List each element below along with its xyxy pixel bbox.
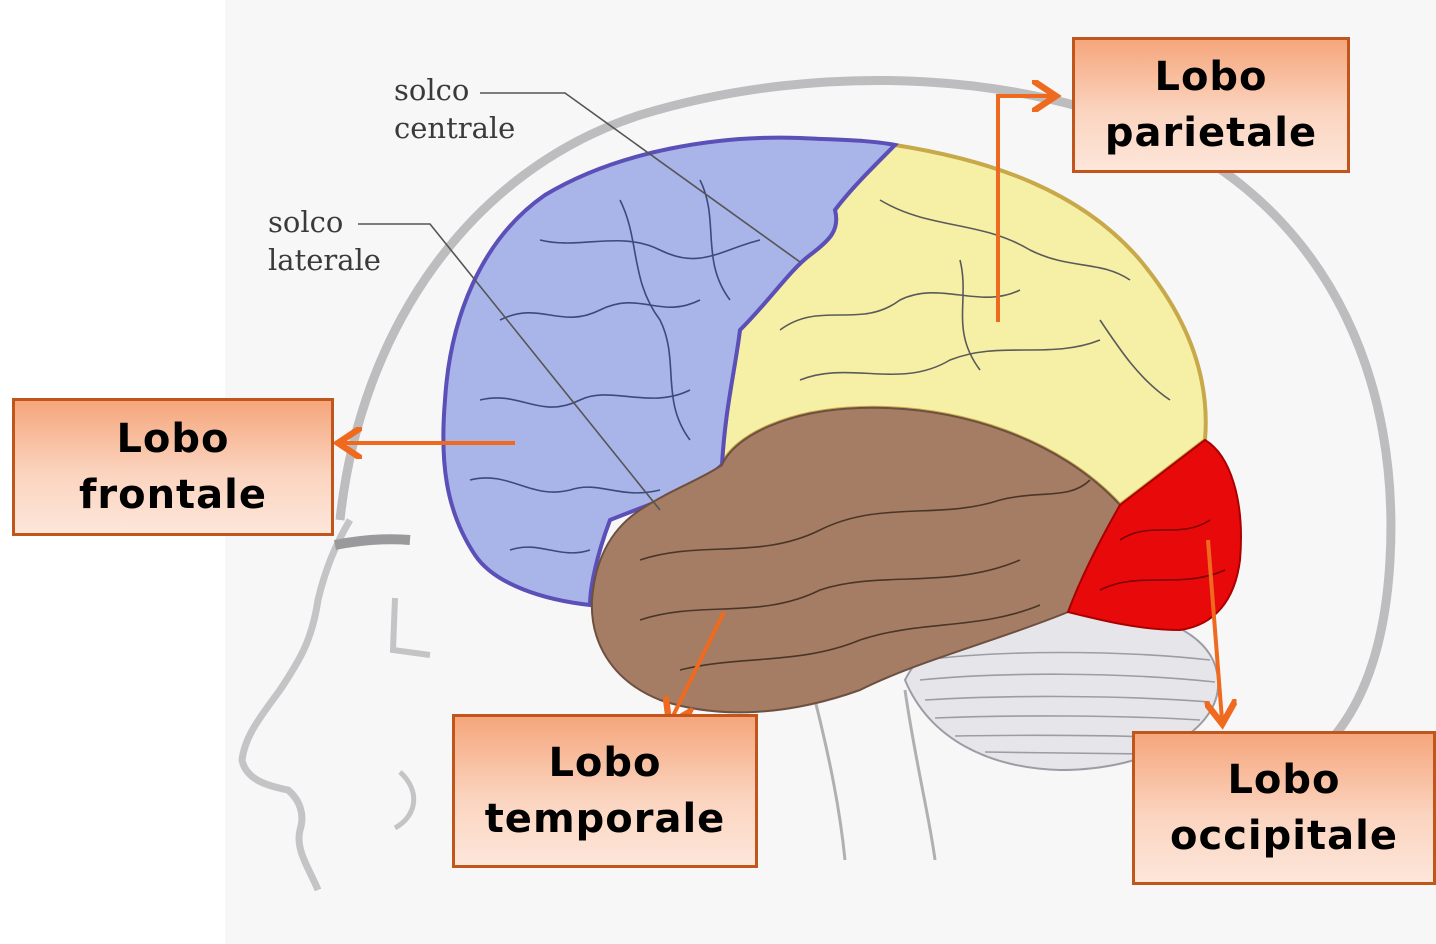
callout-parietale-line1: Lobo: [1105, 49, 1317, 105]
callout-lobo-frontale: Lobo frontale: [12, 398, 334, 536]
callout-lobo-occipitale: Lobo occipitale: [1132, 731, 1436, 885]
callout-frontale-line1: Lobo: [79, 411, 267, 467]
solco-laterale-label-line1: solco: [268, 205, 343, 239]
solco-centrale-label-line2: centrale: [394, 111, 515, 145]
callout-occipitale-line2: occipitale: [1170, 808, 1398, 864]
callout-lobo-temporale: Lobo temporale: [452, 714, 758, 868]
solco-laterale-label-line2: laterale: [268, 243, 381, 277]
callout-parietale-line2: parietale: [1105, 105, 1317, 161]
callout-temporale-line2: temporale: [485, 791, 726, 847]
eyebrow: [335, 539, 410, 545]
callout-frontale-line2: frontale: [79, 467, 267, 523]
callout-occipitale-line1: Lobo: [1170, 752, 1398, 808]
callout-lobo-parietale: Lobo parietale: [1072, 37, 1350, 173]
solco-centrale-label-line1: solco: [394, 73, 469, 107]
callout-temporale-line1: Lobo: [485, 735, 726, 791]
